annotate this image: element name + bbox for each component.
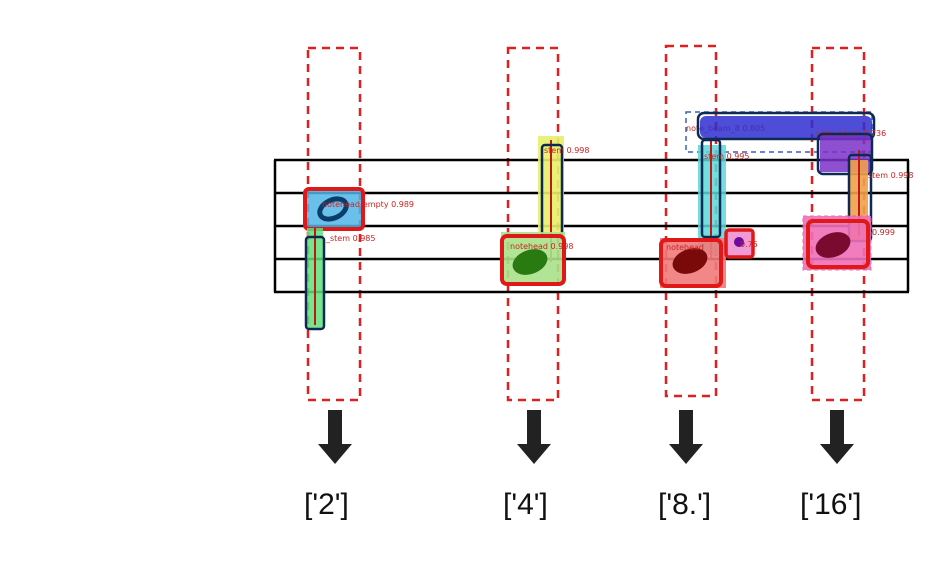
det-label-7: notehead <box>666 243 704 252</box>
det-label-4: notehead 0.998 <box>510 242 573 251</box>
head-box-4 <box>806 219 870 269</box>
dot-box <box>724 228 755 259</box>
det-label-2: _stem 0.985 <box>325 234 375 243</box>
output-label-4: ['16'] <box>800 488 862 521</box>
head-highlight-1 <box>306 190 362 228</box>
note-sixteenth: stem 0.998 0.999 <box>802 132 913 271</box>
stem-box-1 <box>304 235 326 331</box>
note-half: notehead-empty 0.989 _stem 0.985 <box>303 187 414 331</box>
beam-box <box>696 111 876 141</box>
head-box-3 <box>659 238 723 288</box>
det-label-3: stem 0.998 <box>544 146 589 155</box>
det-label-11: 0.999 <box>872 228 895 237</box>
down-arrow-2 <box>517 410 551 464</box>
head-box-1 <box>303 187 365 231</box>
head-box-2 <box>500 234 566 286</box>
down-arrow-4 <box>820 410 854 464</box>
notehead-3 <box>672 248 708 274</box>
down-arrow-3 <box>669 410 703 464</box>
det-label-8: 0.75 <box>740 240 758 249</box>
det-label-1: notehead-empty 0.989 <box>322 200 414 209</box>
notehead-empty-1 <box>317 196 349 222</box>
notehead-4 <box>815 232 851 258</box>
det-label-10: stem 0.998 <box>868 171 913 180</box>
beam-highlight <box>700 116 872 138</box>
det-label-6: stem 0.995 <box>704 152 749 161</box>
flag-box <box>816 132 874 176</box>
output-label-3: ['8.'] <box>658 488 712 521</box>
output-label-1: ['2'] <box>304 488 349 521</box>
down-arrow-1 <box>318 410 352 464</box>
output-label-2: ['4'] <box>503 488 548 521</box>
note-dotted-eighth: note_beam_8 0.805 stem 0.995 notehead 0.… <box>659 111 873 288</box>
note-quarter: stem 0.998 notehead 0.998 <box>500 136 589 286</box>
augmentation-dot <box>734 237 744 247</box>
notehead-2 <box>512 249 548 275</box>
